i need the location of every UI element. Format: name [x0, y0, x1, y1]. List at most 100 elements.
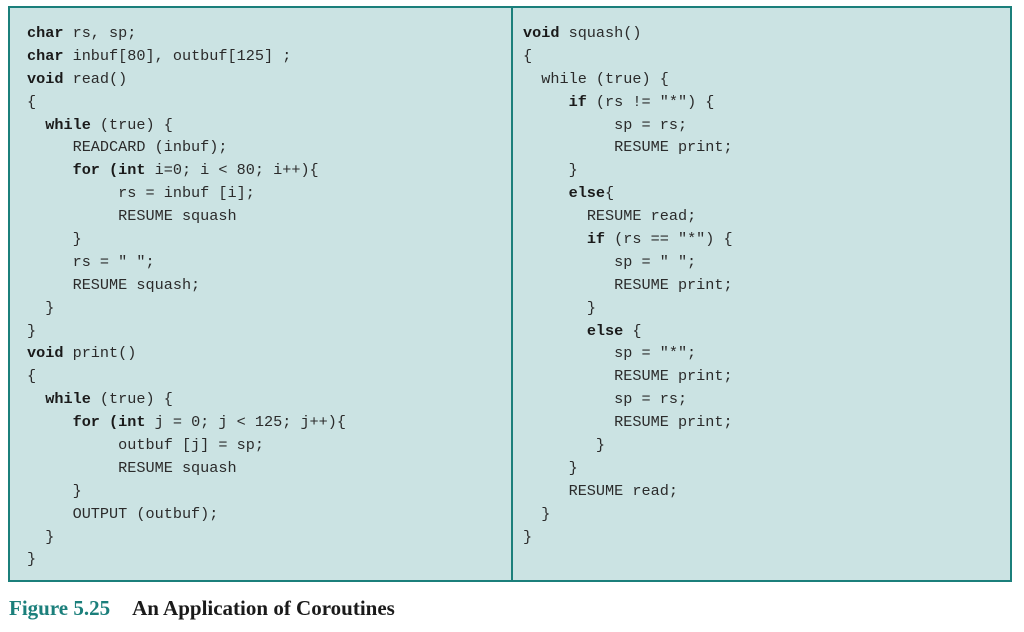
- code-line: }: [27, 228, 346, 251]
- code-keyword: void: [27, 69, 64, 88]
- code-indent: [27, 184, 118, 202]
- code-indent: [523, 230, 587, 248]
- code-line: char inbuf[80], outbuf[125] ;: [27, 45, 346, 68]
- code-text: RESUME print;: [614, 413, 733, 432]
- code-keyword: else: [568, 184, 606, 203]
- code-indent: [523, 276, 614, 294]
- code-line: else {: [523, 320, 733, 343]
- code-indent: [27, 528, 45, 546]
- code-line: RESUME squash;: [27, 274, 346, 297]
- code-text: }: [568, 161, 578, 180]
- code-line: while (true) {: [27, 114, 346, 137]
- code-indent: [27, 505, 73, 523]
- code-line: }: [523, 297, 733, 320]
- figure-title: An Application of Coroutines: [132, 596, 395, 620]
- code-text: rs, sp;: [63, 24, 137, 42]
- code-line: for (int j = 0; j < 125; j++){: [27, 411, 346, 434]
- code-indent: [523, 390, 614, 408]
- code-indent: [523, 138, 614, 156]
- code-line: RESUME squash: [27, 457, 346, 480]
- code-line: void read(): [27, 68, 346, 91]
- code-text: }: [45, 298, 55, 317]
- code-keyword: void: [27, 344, 64, 363]
- code-line: RESUME print;: [523, 365, 733, 388]
- left-code-panel: char rs, sp;char inbuf[80], outbuf[125] …: [27, 22, 346, 571]
- code-line: while (true) {: [27, 388, 346, 411]
- code-indent: [523, 482, 569, 500]
- code-indent: [523, 436, 596, 454]
- code-line: sp = " ";: [523, 251, 733, 274]
- code-line: void squash(): [523, 22, 733, 45]
- code-text: (true) {: [90, 115, 173, 134]
- right-code-panel: void squash(){ while (true) { if (rs != …: [523, 22, 733, 548]
- code-keyword: while: [45, 115, 91, 134]
- figure-caption: Figure 5.25 An Application of Coroutines: [9, 596, 395, 621]
- code-text: RESUME squash: [118, 207, 237, 226]
- code-line: void print(): [27, 342, 346, 365]
- code-figure-box: char rs, sp;char inbuf[80], outbuf[125] …: [8, 6, 1012, 582]
- code-indent: [523, 116, 614, 134]
- code-line: OUTPUT (outbuf);: [27, 503, 346, 526]
- code-line: }: [523, 434, 733, 457]
- code-text: i=0; i < 80; i++){: [145, 161, 319, 180]
- code-text: sp = " ";: [614, 252, 697, 271]
- code-line: RESUME read;: [523, 480, 733, 503]
- code-keyword: for (int: [72, 161, 146, 180]
- code-line: rs = inbuf [i];: [27, 182, 346, 205]
- figure-number: Figure 5.25: [9, 596, 111, 620]
- panel-divider: [511, 8, 513, 580]
- code-text: rs = inbuf [i];: [118, 184, 255, 203]
- code-text: squash(): [559, 24, 642, 42]
- code-line: sp = rs;: [523, 388, 733, 411]
- code-text: while (true) {: [541, 69, 669, 88]
- code-indent: [523, 505, 541, 523]
- code-keyword: while: [45, 390, 91, 409]
- code-text: {: [605, 184, 615, 203]
- code-text: print(): [63, 344, 137, 363]
- code-indent: [27, 161, 73, 179]
- code-line: }: [523, 159, 733, 182]
- code-text: sp = "*";: [614, 344, 697, 363]
- code-indent: [523, 93, 569, 111]
- code-indent: [523, 413, 614, 431]
- code-indent: [523, 367, 614, 385]
- code-indent: [523, 344, 614, 362]
- code-indent: [27, 116, 45, 134]
- code-indent: [27, 390, 45, 408]
- code-line: RESUME print;: [523, 411, 733, 434]
- code-line: }: [523, 526, 733, 549]
- code-line: }: [27, 548, 346, 571]
- code-keyword: if: [586, 230, 606, 249]
- code-line: while (true) {: [523, 68, 733, 91]
- code-line: char rs, sp;: [27, 22, 346, 45]
- code-line: outbuf [j] = sp;: [27, 434, 346, 457]
- code-line: READCARD (inbuf);: [27, 136, 346, 159]
- code-text: (rs == "*") {: [605, 230, 733, 249]
- code-text: }: [45, 527, 55, 546]
- code-line: if (rs != "*") {: [523, 91, 733, 114]
- code-text: }: [595, 436, 606, 455]
- code-text: READCARD (inbuf);: [72, 138, 228, 157]
- code-indent: [27, 276, 73, 294]
- code-keyword: char: [27, 46, 64, 65]
- code-line: rs = " ";: [27, 251, 346, 274]
- code-text: }: [523, 527, 533, 546]
- code-text: {: [27, 92, 37, 111]
- code-text: OUTPUT (outbuf);: [72, 504, 219, 523]
- code-text: sp = rs;: [614, 115, 688, 134]
- code-line: RESUME print;: [523, 136, 733, 159]
- code-indent: [523, 299, 587, 317]
- code-keyword: for (int: [72, 413, 146, 432]
- code-line: {: [523, 45, 733, 68]
- code-keyword: else: [586, 321, 624, 340]
- code-indent: [27, 459, 118, 477]
- code-text: read(): [63, 69, 128, 88]
- code-indent: [27, 230, 73, 248]
- code-indent: [27, 436, 118, 454]
- code-indent: [523, 184, 569, 202]
- code-keyword: void: [523, 24, 560, 42]
- code-text: RESUME squash;: [72, 275, 201, 294]
- code-line: }: [27, 320, 346, 343]
- code-indent: [523, 161, 569, 179]
- code-indent: [523, 70, 541, 88]
